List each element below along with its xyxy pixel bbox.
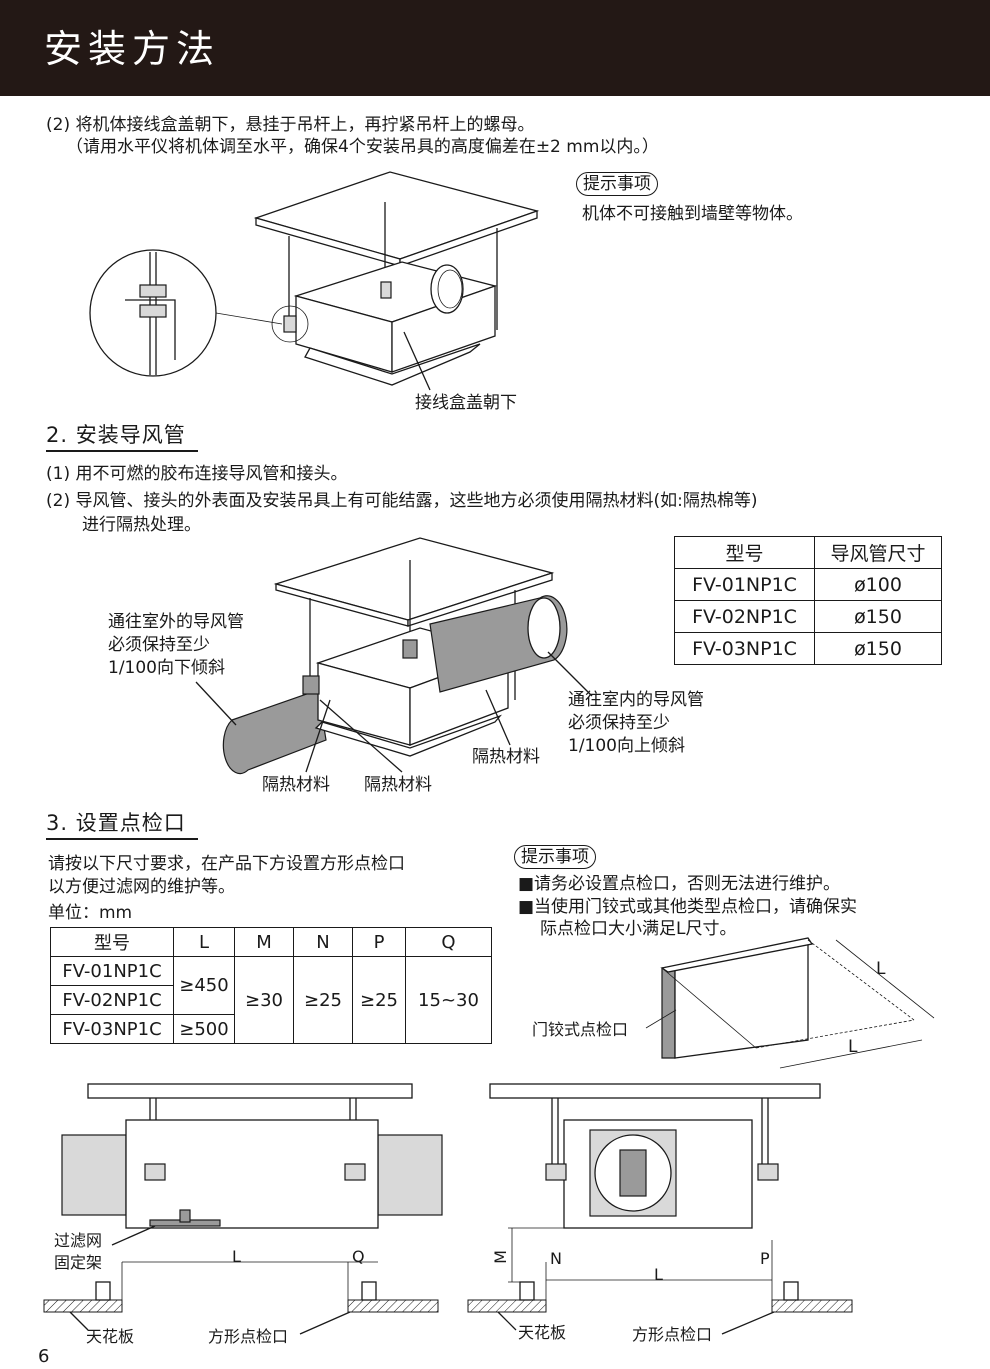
table-cell: ≥25 [293, 956, 353, 1044]
note2-item1: ■请务必设置点检口，否则无法进行维护。 [518, 874, 841, 894]
section3-underline [46, 838, 198, 840]
table-cell: FV-01NP1C [673, 568, 816, 601]
table-cell: ≥30 [234, 956, 294, 1044]
indoor-duct-line1: 通往室内的导风管 [568, 690, 704, 710]
page-title: 安装方法 [44, 27, 221, 71]
callout-junction-box: 接线盒盖朝下 [415, 393, 517, 413]
hinge-label: 门铰式点检口 [532, 1020, 629, 1039]
note-tag-2: 提示事项 [514, 845, 596, 869]
table-header: 导风管尺寸 [814, 536, 942, 569]
table-cell: 15~30 [405, 956, 492, 1044]
table-cell: FV-02NP1C [50, 985, 174, 1015]
outdoor-duct-line1: 通往室外的导风管 [108, 612, 244, 632]
outdoor-duct-line2: 必须保持至少 [108, 635, 210, 655]
table-cell: ≥25 [352, 956, 406, 1044]
note-text-1: 机体不可接触到墙壁等物体。 [582, 204, 803, 224]
unit-label: 单位：mm [48, 903, 133, 923]
table-cell: FV-03NP1C [50, 1014, 174, 1044]
table-cell: ≥500 [173, 1014, 235, 1044]
indoor-duct-line2: 必须保持至少 [568, 713, 670, 733]
section3-title: 3. 设置点检口 [46, 811, 186, 835]
table-cell: FV-01NP1C [50, 956, 174, 986]
note-tag-1: 提示事项 [576, 172, 658, 196]
hinge-dim-L1: L [876, 959, 886, 979]
note2-item2-line2: 际点检口大小满足L尺寸。 [540, 919, 737, 939]
indoor-duct-line3: 1/100向上倾斜 [568, 736, 685, 756]
right-dim-P: P [760, 1249, 770, 1268]
filter-line1: 过滤网 [54, 1231, 103, 1250]
table-header: 型号 [50, 927, 174, 957]
table-cell: ø150 [814, 632, 942, 665]
opening-label-left: 方形点检口 [208, 1327, 289, 1346]
access-opening-table: 型号 L M N P Q FV-01NP1C ≥450 ≥30 ≥25 ≥25 … [50, 927, 492, 1044]
section2-item2-line1: (2) 导风管、接头的外表面及安装吊具上有可能结露，这些地方必须使用隔热材料(如… [46, 491, 758, 511]
insulation-label-1: 隔热材料 [262, 775, 330, 795]
outdoor-duct-line3: 1/100向下倾斜 [108, 658, 225, 678]
table-cell: ø150 [814, 600, 942, 633]
right-dim-L: L [654, 1265, 663, 1284]
note2-item2-line1: ■当使用门铰式或其他类型点检口，请确保实 [518, 897, 858, 917]
right-dim-N: N [550, 1249, 562, 1268]
section2-item2-line2: 进行隔热处理。 [82, 515, 201, 535]
section2-title: 2. 安装导风管 [46, 423, 186, 447]
table-header: Q [405, 927, 492, 957]
page-number: 6 [38, 1346, 50, 1367]
hinge-dim-L2: L [848, 1037, 858, 1057]
left-dim-L: L [232, 1247, 241, 1266]
step2-line1: (2) 将机体接线盒盖朝下，悬挂于吊杆上，再拧紧吊杆上的螺母。 [46, 115, 535, 135]
opening-label-right: 方形点检口 [632, 1325, 713, 1344]
ceiling-label-left: 天花板 [86, 1327, 135, 1346]
ceiling-label-right: 天花板 [518, 1323, 567, 1342]
page-header [0, 0, 990, 96]
section2-underline [46, 450, 198, 452]
insulation-label-2: 隔热材料 [364, 775, 432, 795]
insulation-label-3: 隔热材料 [472, 747, 540, 767]
table-cell: FV-03NP1C [673, 632, 816, 665]
left-dim-Q: Q [352, 1247, 365, 1266]
table-cell: FV-02NP1C [673, 600, 816, 633]
right-dim-M: M [490, 1250, 510, 1264]
section3-desc1: 请按以下尺寸要求，在产品下方设置方形点检口 [48, 854, 405, 874]
section2-item1: (1) 用不可燃的胶布连接导风管和接头。 [46, 464, 348, 484]
section3-desc2: 以方便过滤网的维护等。 [48, 877, 235, 897]
table-cell: ø100 [814, 568, 942, 601]
filter-line2: 固定架 [54, 1253, 103, 1272]
table-header: 型号 [673, 536, 816, 569]
step2-line2: （请用水平仪将机体调至水平，确保4个安装吊具的高度偏差在±2 mm以内。） [66, 137, 659, 157]
table-header: P [352, 927, 406, 957]
